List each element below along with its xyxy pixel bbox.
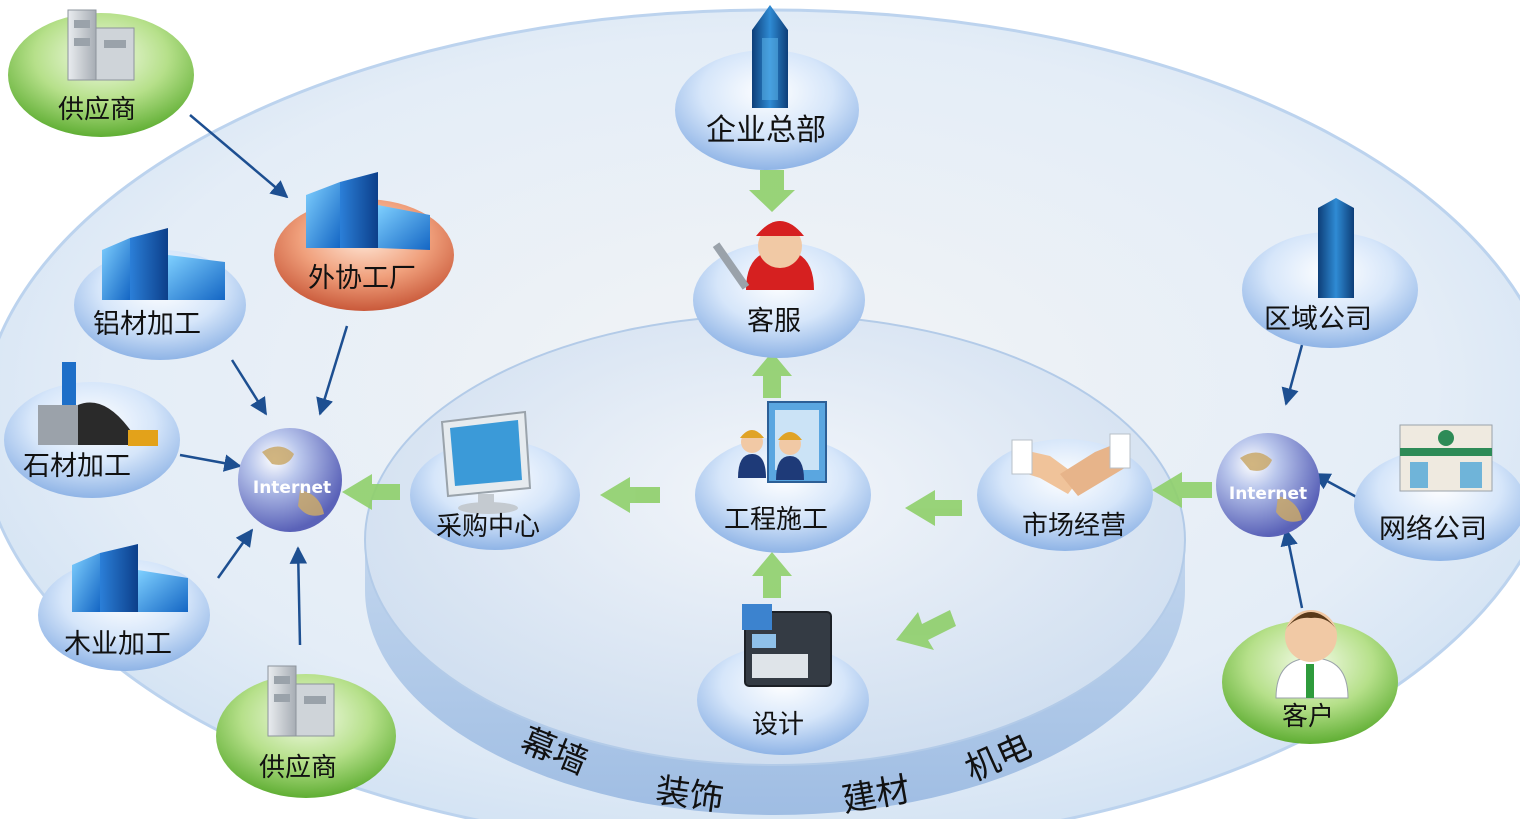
node-label: 外协工厂 — [308, 263, 416, 294]
arrow-hq-to-service — [749, 170, 795, 212]
factory-building-icon — [306, 172, 430, 250]
node-label: 网络公司 — [1379, 514, 1487, 545]
node-customer[interactable]: 客户 — [1222, 610, 1398, 744]
person-icon — [1275, 610, 1349, 699]
engineers-blueprint-icon — [738, 401, 827, 483]
arrow-regional-to-internet — [1281, 344, 1304, 406]
node-label: 供应商 — [58, 95, 136, 125]
arrow-network-to-internet — [1312, 472, 1363, 502]
node-label: 木业加工 — [64, 629, 172, 660]
handshake-icon — [1011, 433, 1131, 496]
ring-label-decoration: 装饰 — [653, 771, 726, 819]
design-window-icon — [742, 604, 832, 687]
node-label: 石材加工 — [23, 451, 131, 482]
arrow-to-design — [896, 610, 956, 650]
node-network-company[interactable]: 网络公司 — [1354, 424, 1520, 561]
node-construction[interactable]: 工程施工 — [695, 401, 871, 553]
skyscraper-icon — [1318, 198, 1354, 298]
node-supplier-top[interactable]: 供应商 — [8, 9, 194, 137]
node-regional-company[interactable]: 区域公司 — [1242, 198, 1418, 348]
arrow-design-to-construction — [752, 552, 792, 598]
arrow-customer-to-internet — [1280, 528, 1304, 609]
office-building-icon — [267, 665, 335, 737]
node-customer-service[interactable]: 客服 — [693, 221, 865, 358]
node-label: 设计 — [752, 710, 804, 740]
monitor-icon — [440, 410, 532, 514]
arrow-supplier-to-factory — [189, 114, 289, 199]
connections-dark — [179, 114, 1363, 646]
arrow-stone-to-internet — [179, 453, 242, 472]
node-label: 客户 — [1282, 702, 1334, 732]
arrow-marketing-to-construction — [905, 490, 962, 526]
arrow-wood-to-internet — [216, 528, 254, 579]
arrow-construction-to-service — [752, 352, 792, 398]
factory-building-icon — [102, 228, 225, 300]
node-label: Internet — [253, 478, 331, 498]
node-label: Internet — [1229, 484, 1307, 504]
skyscraper-icon — [752, 5, 788, 108]
node-outsource-factory[interactable]: 外协工厂 — [274, 172, 454, 311]
node-label: 区域公司 — [1264, 304, 1372, 335]
quarry-plant-icon — [38, 362, 158, 446]
node-design[interactable]: 设计 — [697, 604, 869, 755]
node-internet-left[interactable]: Internet — [238, 428, 342, 532]
node-marketing[interactable]: 市场经营 — [977, 433, 1153, 551]
connections-green — [342, 170, 1212, 650]
arrow-construction-to-procurement — [600, 477, 660, 513]
node-label: 工程施工 — [724, 505, 828, 535]
arrow-procurement-to-internet — [342, 474, 400, 510]
arrow-aluminum-to-internet — [230, 359, 268, 416]
node-label: 供应商 — [259, 753, 337, 783]
office-building-icon — [67, 9, 135, 81]
node-headquarters[interactable]: 企业总部 — [675, 5, 859, 170]
arrow-internet-to-marketing — [1152, 472, 1212, 508]
factory-building-icon — [72, 544, 188, 612]
node-label: 客服 — [747, 306, 801, 337]
node-wood-processing[interactable]: 木业加工 — [38, 544, 210, 671]
node-label: 铝材加工 — [93, 309, 201, 340]
storefront-icon — [1399, 424, 1493, 492]
arrow-factory-to-internet — [316, 325, 349, 416]
arrow-supplier-to-internet — [289, 546, 308, 646]
node-label: 企业总部 — [706, 113, 826, 148]
node-internet-right[interactable]: Internet — [1216, 433, 1320, 537]
node-stone-processing[interactable]: 石材加工 — [4, 362, 180, 498]
node-aluminum-processing[interactable]: 铝材加工 — [74, 228, 246, 360]
node-procurement-center[interactable]: 采购中心 — [410, 410, 580, 550]
node-label: 采购中心 — [436, 512, 540, 542]
node-label: 市场经营 — [1022, 511, 1126, 541]
worker-wrench-icon — [712, 221, 814, 290]
node-supplier-bottom[interactable]: 供应商 — [216, 665, 396, 798]
